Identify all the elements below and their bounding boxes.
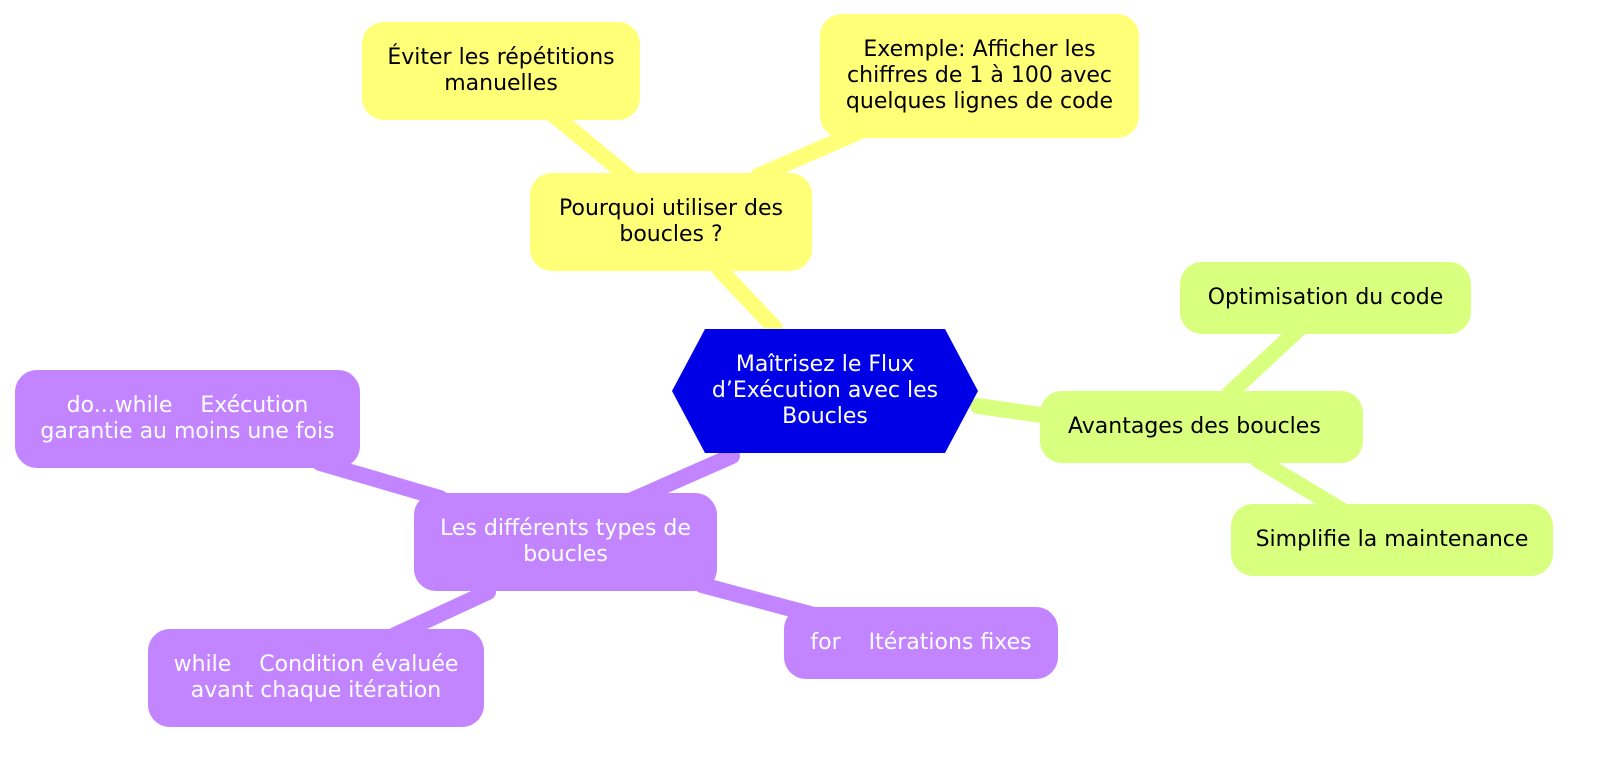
- node-example-1-100-label: Exemple: Afficher les chiffres de 1 à 10…: [845, 37, 1114, 114]
- node-example-1-100: Exemple: Afficher les chiffres de 1 à 10…: [820, 14, 1139, 138]
- edge-root-advantages: [970, 398, 1056, 424]
- node-while-label: while Condition évaluée avant chaque ité…: [173, 652, 466, 703]
- root-node-shape: [672, 329, 978, 453]
- edge-types-while: [387, 584, 496, 643]
- node-maintenance-label: Simplifie la maintenance: [1255, 527, 1529, 552]
- edge-advantages-maintenance: [1250, 452, 1353, 520]
- edge-why-avoid: [542, 104, 638, 186]
- edge-root-why: [712, 262, 783, 336]
- node-avoid-repetition-label: Éviter les répétitions manuelles: [387, 45, 615, 96]
- edge-advantages-optimisation: [1222, 320, 1308, 401]
- node-optimisation-label: Optimisation du code: [1207, 285, 1444, 310]
- node-why-use-loops-label: Pourquoi utiliser des boucles ?: [559, 196, 783, 247]
- root-node: Maîtrisez le Flux d’Exécution avec les B…: [690, 329, 960, 453]
- edge-types-dowhile: [312, 455, 448, 506]
- edge-root-types: [624, 448, 740, 508]
- node-while: while Condition évaluée avant chaque ité…: [148, 629, 484, 727]
- node-for-label: for Itérations fixes: [810, 630, 1032, 655]
- node-avoid-repetition: Éviter les répétitions manuelles: [362, 22, 640, 120]
- node-for: for Itérations fixes: [784, 607, 1058, 679]
- node-do-while-label: do...while Exécution garantie au moins u…: [40, 393, 335, 444]
- node-advantages: Avantages des boucles: [1040, 391, 1363, 463]
- node-why-use-loops: Pourquoi utiliser des boucles ?: [530, 173, 812, 271]
- node-loop-types: Les différents types de boucles: [414, 493, 717, 591]
- node-do-while: do...while Exécution garantie au moins u…: [15, 370, 360, 468]
- node-maintenance: Simplifie la maintenance: [1231, 504, 1553, 576]
- node-optimisation: Optimisation du code: [1180, 262, 1471, 334]
- root-node-label: Maîtrisez le Flux d’Exécution avec les B…: [711, 352, 939, 429]
- node-loop-types-label: Les différents types de boucles: [440, 516, 691, 567]
- node-advantages-label: Avantages des boucles: [1068, 414, 1321, 439]
